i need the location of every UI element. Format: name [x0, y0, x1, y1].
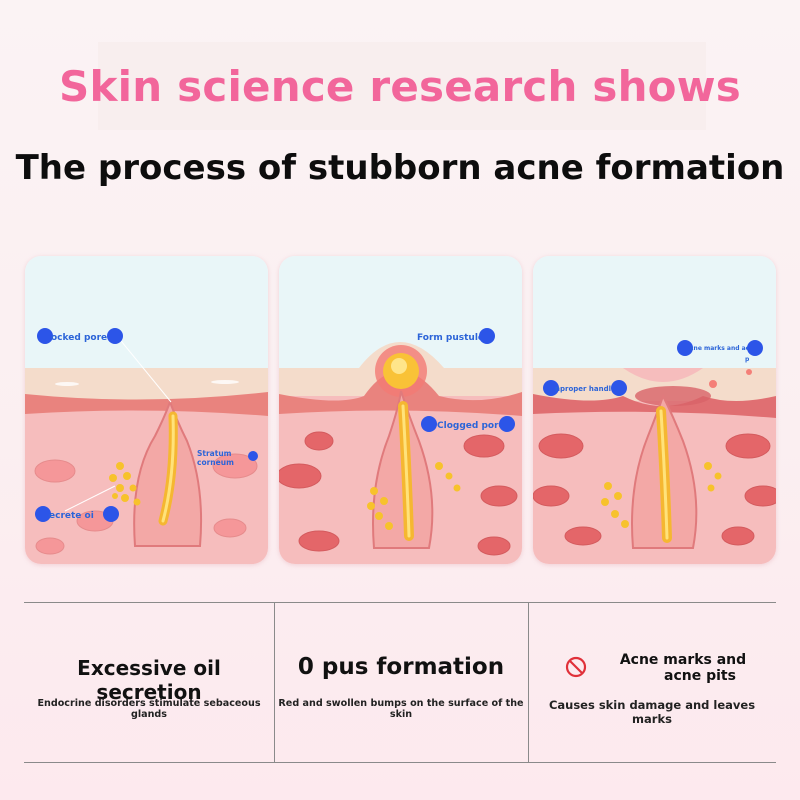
- caption-desc-oil: Endocrine disorders stimulate sebaceous …: [37, 698, 261, 720]
- label-blocked-pores: ocked pore: [51, 333, 107, 343]
- panel-blocked-pores: ocked pore Stratum corneum ecrete oi: [25, 256, 268, 564]
- stratum-marker: [248, 451, 258, 461]
- clogged-pores-marker: Clogged pore: [421, 416, 515, 432]
- prohibited-icon: [565, 656, 587, 678]
- caption-divider-2: [528, 602, 529, 762]
- label-acne-marks: cne marks and ac: [690, 345, 750, 352]
- caption-title-oil: Excessive oil secretion: [77, 656, 221, 704]
- caption-title-marks: Acne marks and acne pits: [608, 652, 758, 684]
- panel-form-pustule: Form pustule Clogged pore: [279, 256, 522, 564]
- improper-handling-marker: nproper handlin: [543, 380, 627, 396]
- skin-diagram-stage-1: ocked pore Stratum corneum ecrete oi: [25, 256, 268, 564]
- panel-acne-marks: cne marks and ac p nproper handlin: [533, 256, 776, 564]
- caption-divider-1: [274, 602, 275, 762]
- caption-title-marks-line1: Acne marks and: [619, 652, 747, 668]
- label-stratum-corneum-1: Stratum: [197, 449, 232, 458]
- caption-desc-pus: Red and swollen bumps on the surface of …: [278, 698, 524, 720]
- caption-title-marks-line2: acne pits: [664, 668, 736, 684]
- acne-marks-marker: cne marks and ac p: [677, 340, 763, 363]
- headline: Skin science research shows: [59, 62, 741, 111]
- label-stratum-corneum-2: corneum: [197, 458, 234, 467]
- blocked-pores-marker: ocked pore: [37, 328, 123, 344]
- caption-top-rule: [24, 602, 776, 603]
- caption-desc-marks: Causes skin damage and leaves marks: [548, 698, 756, 726]
- secrete-oil-marker: ecrete oi: [35, 506, 119, 522]
- caption-bottom-rule: [24, 762, 776, 763]
- caption-title-pus: 0 pus formation: [297, 654, 505, 680]
- form-pustule-marker: Form pustule: [417, 328, 495, 344]
- skin-diagram-stage-3: cne marks and ac p nproper handlin: [533, 256, 776, 564]
- label-clogged-pores: Clogged pore: [437, 421, 505, 431]
- headline-band: [98, 42, 706, 130]
- label-form-pustule: Form pustule: [417, 333, 484, 343]
- label-acne-marks-tail: p: [745, 356, 750, 363]
- subtitle: The process of stubborn acne formation: [15, 148, 785, 188]
- skin-diagram-stage-2: Form pustule Clogged pore: [279, 256, 522, 564]
- label-improper-handling: nproper handlin: [555, 385, 618, 393]
- label-secrete-oil: ecrete oi: [49, 511, 94, 521]
